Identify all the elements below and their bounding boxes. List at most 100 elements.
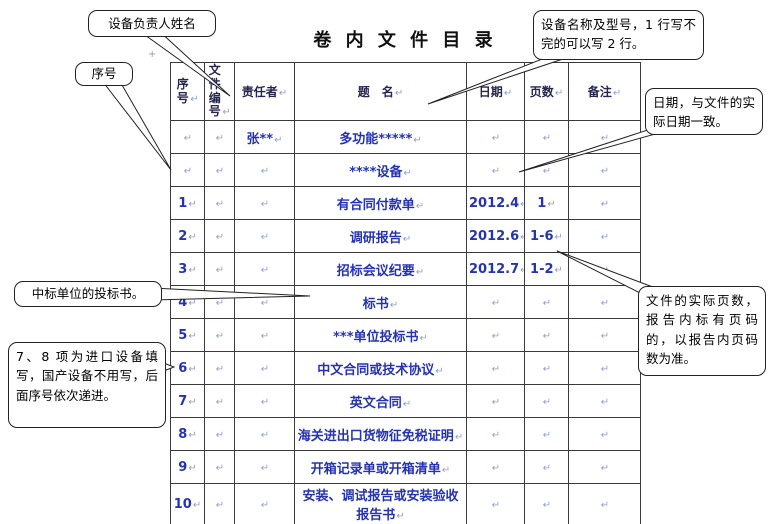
column-header[interactable]: 备注↵ [568,61,641,122]
table-cell[interactable]: ↵ [234,219,295,254]
table-cell[interactable]: 海关进出口货物征免税证明↵ [294,417,467,452]
table-cell[interactable]: ↵ [234,318,295,353]
table-cell[interactable]: ↵ [204,285,235,320]
table-cell[interactable]: ↵ [204,153,235,188]
table-cell[interactable]: ↵ [234,285,295,320]
column-header[interactable]: 题 名↵ [294,61,467,122]
table-cell[interactable]: ↵ [466,120,525,155]
table-cell[interactable]: ↵ [568,120,641,155]
table-cell[interactable]: 4↵ [170,285,205,320]
table-cell[interactable]: 招标会议纪要↵ [294,252,467,287]
table-cell[interactable]: ↵ [204,120,235,155]
callout-date[interactable]: 日期，与文件的实际日期一致。 [645,88,763,135]
table-cell[interactable]: ↵ [466,318,525,353]
table-cell[interactable]: 标书↵ [294,285,467,320]
table-cell[interactable]: ↵ [524,417,569,452]
table-cell[interactable]: ↵ [234,483,295,524]
table-cell[interactable]: ↵ [524,285,569,320]
table-cell[interactable]: ↵ [524,153,569,188]
table-cell[interactable]: ↵ [524,384,569,419]
table-cell[interactable]: ↵ [170,153,205,188]
table-cell[interactable]: ↵ [466,384,525,419]
table-cell[interactable]: 5↵ [170,318,205,353]
column-header[interactable]: 序号↵ [170,61,205,122]
table-cell[interactable]: ↵ [524,450,569,485]
table-cell[interactable]: ↵ [524,351,569,386]
table-cell[interactable]: ↵ [568,252,641,287]
table-cell[interactable]: 1-2↵ [524,252,569,287]
table-cell[interactable]: 有合同付款单↵ [294,186,467,221]
column-header[interactable]: 文件编号↵ [204,61,235,122]
table-cell[interactable]: ↵ [466,417,525,452]
table-cell[interactable]: ***单位投标书↵ [294,318,467,353]
table-cell[interactable]: 调研报告↵ [294,219,467,254]
table-cell[interactable]: 8↵ [170,417,205,452]
page-title[interactable]: 卷 内 文 件 目 录 [313,30,497,51]
callout-device-name[interactable]: 设备名称及型号，1 行写不完的可以写 2 行。 [533,10,704,60]
table-cell[interactable]: 9↵ [170,450,205,485]
table-cell[interactable]: 3↵ [170,252,205,287]
table-cell[interactable]: ↵ [234,450,295,485]
column-header[interactable]: 页数↵ [524,61,569,122]
callout-page-count[interactable]: 文件的实际页数，报告内标有页码的，以报告内页码数为准。 [638,286,766,376]
table-cell[interactable]: ↵ [568,285,641,320]
table-cell[interactable]: 2↵ [170,219,205,254]
column-header[interactable]: 责任者↵ [234,61,295,122]
table-cell[interactable]: 2012.7↵ [466,252,525,287]
table-cell[interactable]: ↵ [568,483,641,524]
table-cell[interactable]: ↵ [204,219,235,254]
table-cell[interactable]: ↵ [466,285,525,320]
table-cell[interactable]: ↵ [524,483,569,524]
table-cell[interactable]: ↵ [234,153,295,188]
table-cell[interactable]: ↵ [234,384,295,419]
table-cell[interactable]: ↵ [568,450,641,485]
table-cell[interactable]: 10↵ [170,483,205,524]
table-cell[interactable]: ↵ [234,252,295,287]
table-cell[interactable]: ↵ [170,120,205,155]
table-cell[interactable]: ↵ [466,351,525,386]
table-cell[interactable]: 1-6↵ [524,219,569,254]
callout-import-items[interactable]: 7、8 项为进口设备填写，国产设备不用写，后面序号依次递进。 [8,342,166,428]
table-cell[interactable]: 7↵ [170,384,205,419]
table-cell[interactable]: 1↵ [170,186,205,221]
cell-text: 5 [178,327,188,343]
table-cell[interactable]: ****设备↵ [294,153,467,188]
table-cell[interactable]: ↵ [204,483,235,524]
table-cell[interactable]: ↵ [204,417,235,452]
table-cell[interactable]: ↵ [234,351,295,386]
table-cell[interactable]: ↵ [524,120,569,155]
table-cell[interactable]: 2012.6↵ [466,219,525,254]
table-cell[interactable]: 中文合同或技术协议↵ [294,351,467,386]
table-cell[interactable]: ↵ [466,153,525,188]
table-cell[interactable]: 1↵ [524,186,569,221]
table-cell[interactable]: ↵ [466,483,525,524]
callout-serial-number[interactable]: 序号 [75,62,133,86]
table-cell[interactable]: 开箱记录单或开箱清单↵ [294,450,467,485]
table-cell[interactable]: ↵ [204,252,235,287]
table-cell[interactable]: ↵ [524,318,569,353]
table-cell[interactable]: 2012.4↵ [466,186,525,221]
table-cell[interactable]: ↵ [204,318,235,353]
table-cell[interactable]: ↵ [204,384,235,419]
table-cell[interactable]: 张**↵ [234,120,295,155]
table-cell[interactable]: ↵ [568,417,641,452]
table-cell[interactable]: ↵ [234,417,295,452]
table-cell[interactable]: ↵ [204,351,235,386]
table-cell[interactable]: ↵ [568,219,641,254]
table-cell[interactable]: 安装、调试报告或安装验收报告书↵ [294,483,467,524]
table-cell[interactable]: 6↵ [170,351,205,386]
table-cell[interactable]: ↵ [466,450,525,485]
table-cell[interactable]: 英文合同↵ [294,384,467,419]
callout-responsible-name[interactable]: 设备负责人姓名 [88,10,216,37]
table-cell[interactable]: ↵ [568,351,641,386]
table-cell[interactable]: ↵ [204,450,235,485]
table-cell[interactable]: ↵ [568,384,641,419]
table-cell[interactable]: ↵ [234,186,295,221]
table-cell[interactable]: ↵ [204,186,235,221]
column-header[interactable]: 日期↵ [466,61,525,122]
table-cell[interactable]: 多功能*****↵ [294,120,467,155]
table-cell[interactable]: ↵ [568,153,641,188]
table-cell[interactable]: ↵ [568,186,641,221]
callout-bid-document[interactable]: 中标单位的投标书。 [14,281,162,307]
table-cell[interactable]: ↵ [568,318,641,353]
